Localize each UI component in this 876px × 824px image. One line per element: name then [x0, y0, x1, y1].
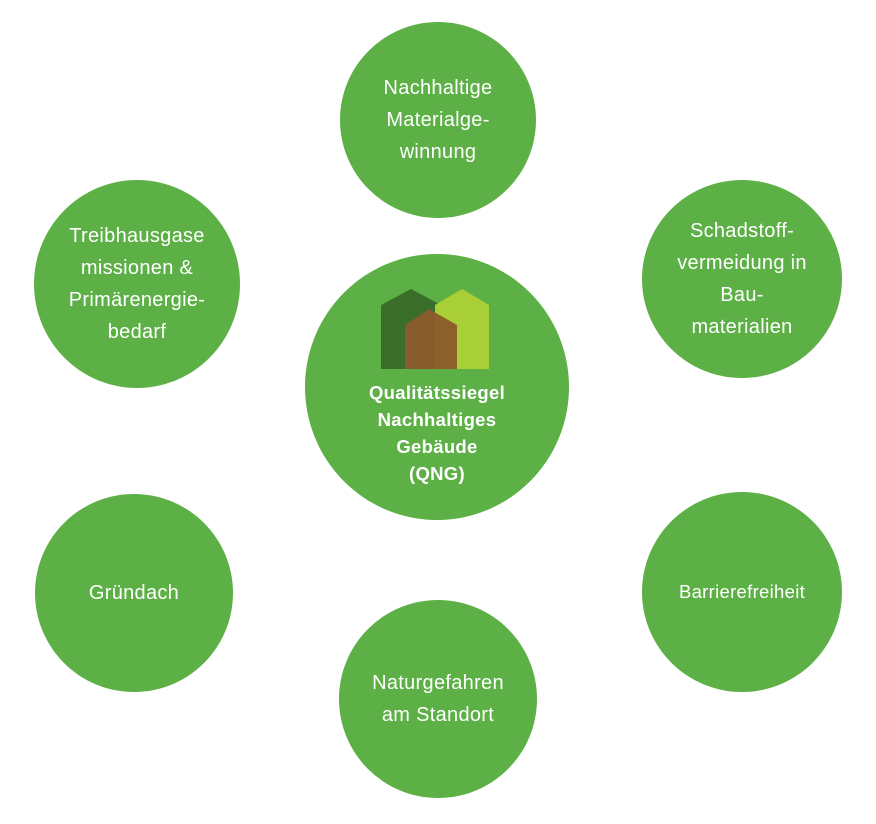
node-label-line: Schadstoff-: [689, 220, 795, 242]
center-node-qng: Qualitätssiegel Nachhaltiges Gebäude (QN…: [305, 254, 569, 520]
node-label-line: Barrierefreiheit: [678, 581, 806, 602]
center-title-line: (QNG): [409, 463, 465, 484]
node-label-line: materialien: [691, 316, 793, 338]
node-naturgefahren: Naturgefahren am Standort: [339, 600, 537, 798]
node-label: Barrierefreiheit: [679, 576, 805, 608]
node-treibhausgasemissionen: Treibhausgase missionen & Primärenergie-…: [34, 180, 240, 388]
node-label: Schadstoff- vermeidung in Bau- materiali…: [677, 215, 807, 343]
center-title-line: Qualitätssiegel: [368, 382, 506, 403]
node-nachhaltige-materialgewinnung: Nachhaltige Materialge- winnung: [340, 22, 536, 218]
node-label: Nachhaltige Materialge- winnung: [384, 72, 493, 168]
node-label-line: missionen &: [80, 257, 194, 279]
house-silhouettes-icon: [381, 289, 489, 369]
node-label-line: bedarf: [107, 321, 167, 343]
node-label: Naturgefahren am Standort: [372, 667, 504, 731]
node-gruendach: Gründach: [35, 494, 233, 692]
node-schadstoffvermeidung: Schadstoff- vermeidung in Bau- materiali…: [642, 180, 842, 378]
node-label-line: vermeidung in: [677, 252, 807, 274]
node-label-line: winnung: [399, 141, 477, 163]
node-barrierefreiheit: Barrierefreiheit: [642, 492, 842, 692]
node-label-line: Materialge-: [386, 109, 490, 131]
node-label: Gründach: [89, 577, 179, 609]
center-title: Qualitätssiegel Nachhaltiges Gebäude (QN…: [369, 379, 505, 487]
node-label-line: Primärenergie-: [68, 289, 206, 311]
center-title-line: Nachhaltiges: [377, 409, 497, 430]
center-title-line: Gebäude: [396, 436, 478, 457]
node-label: Treibhausgase missionen & Primärenergie-…: [69, 220, 205, 348]
node-label-line: Gründach: [88, 582, 180, 604]
node-label-line: Bau-: [720, 284, 764, 306]
node-label-line: Naturgefahren: [372, 672, 504, 694]
node-label-line: Nachhaltige: [383, 77, 493, 99]
node-label-line: Treibhausgase: [69, 225, 205, 247]
node-label-line: am Standort: [381, 704, 495, 726]
